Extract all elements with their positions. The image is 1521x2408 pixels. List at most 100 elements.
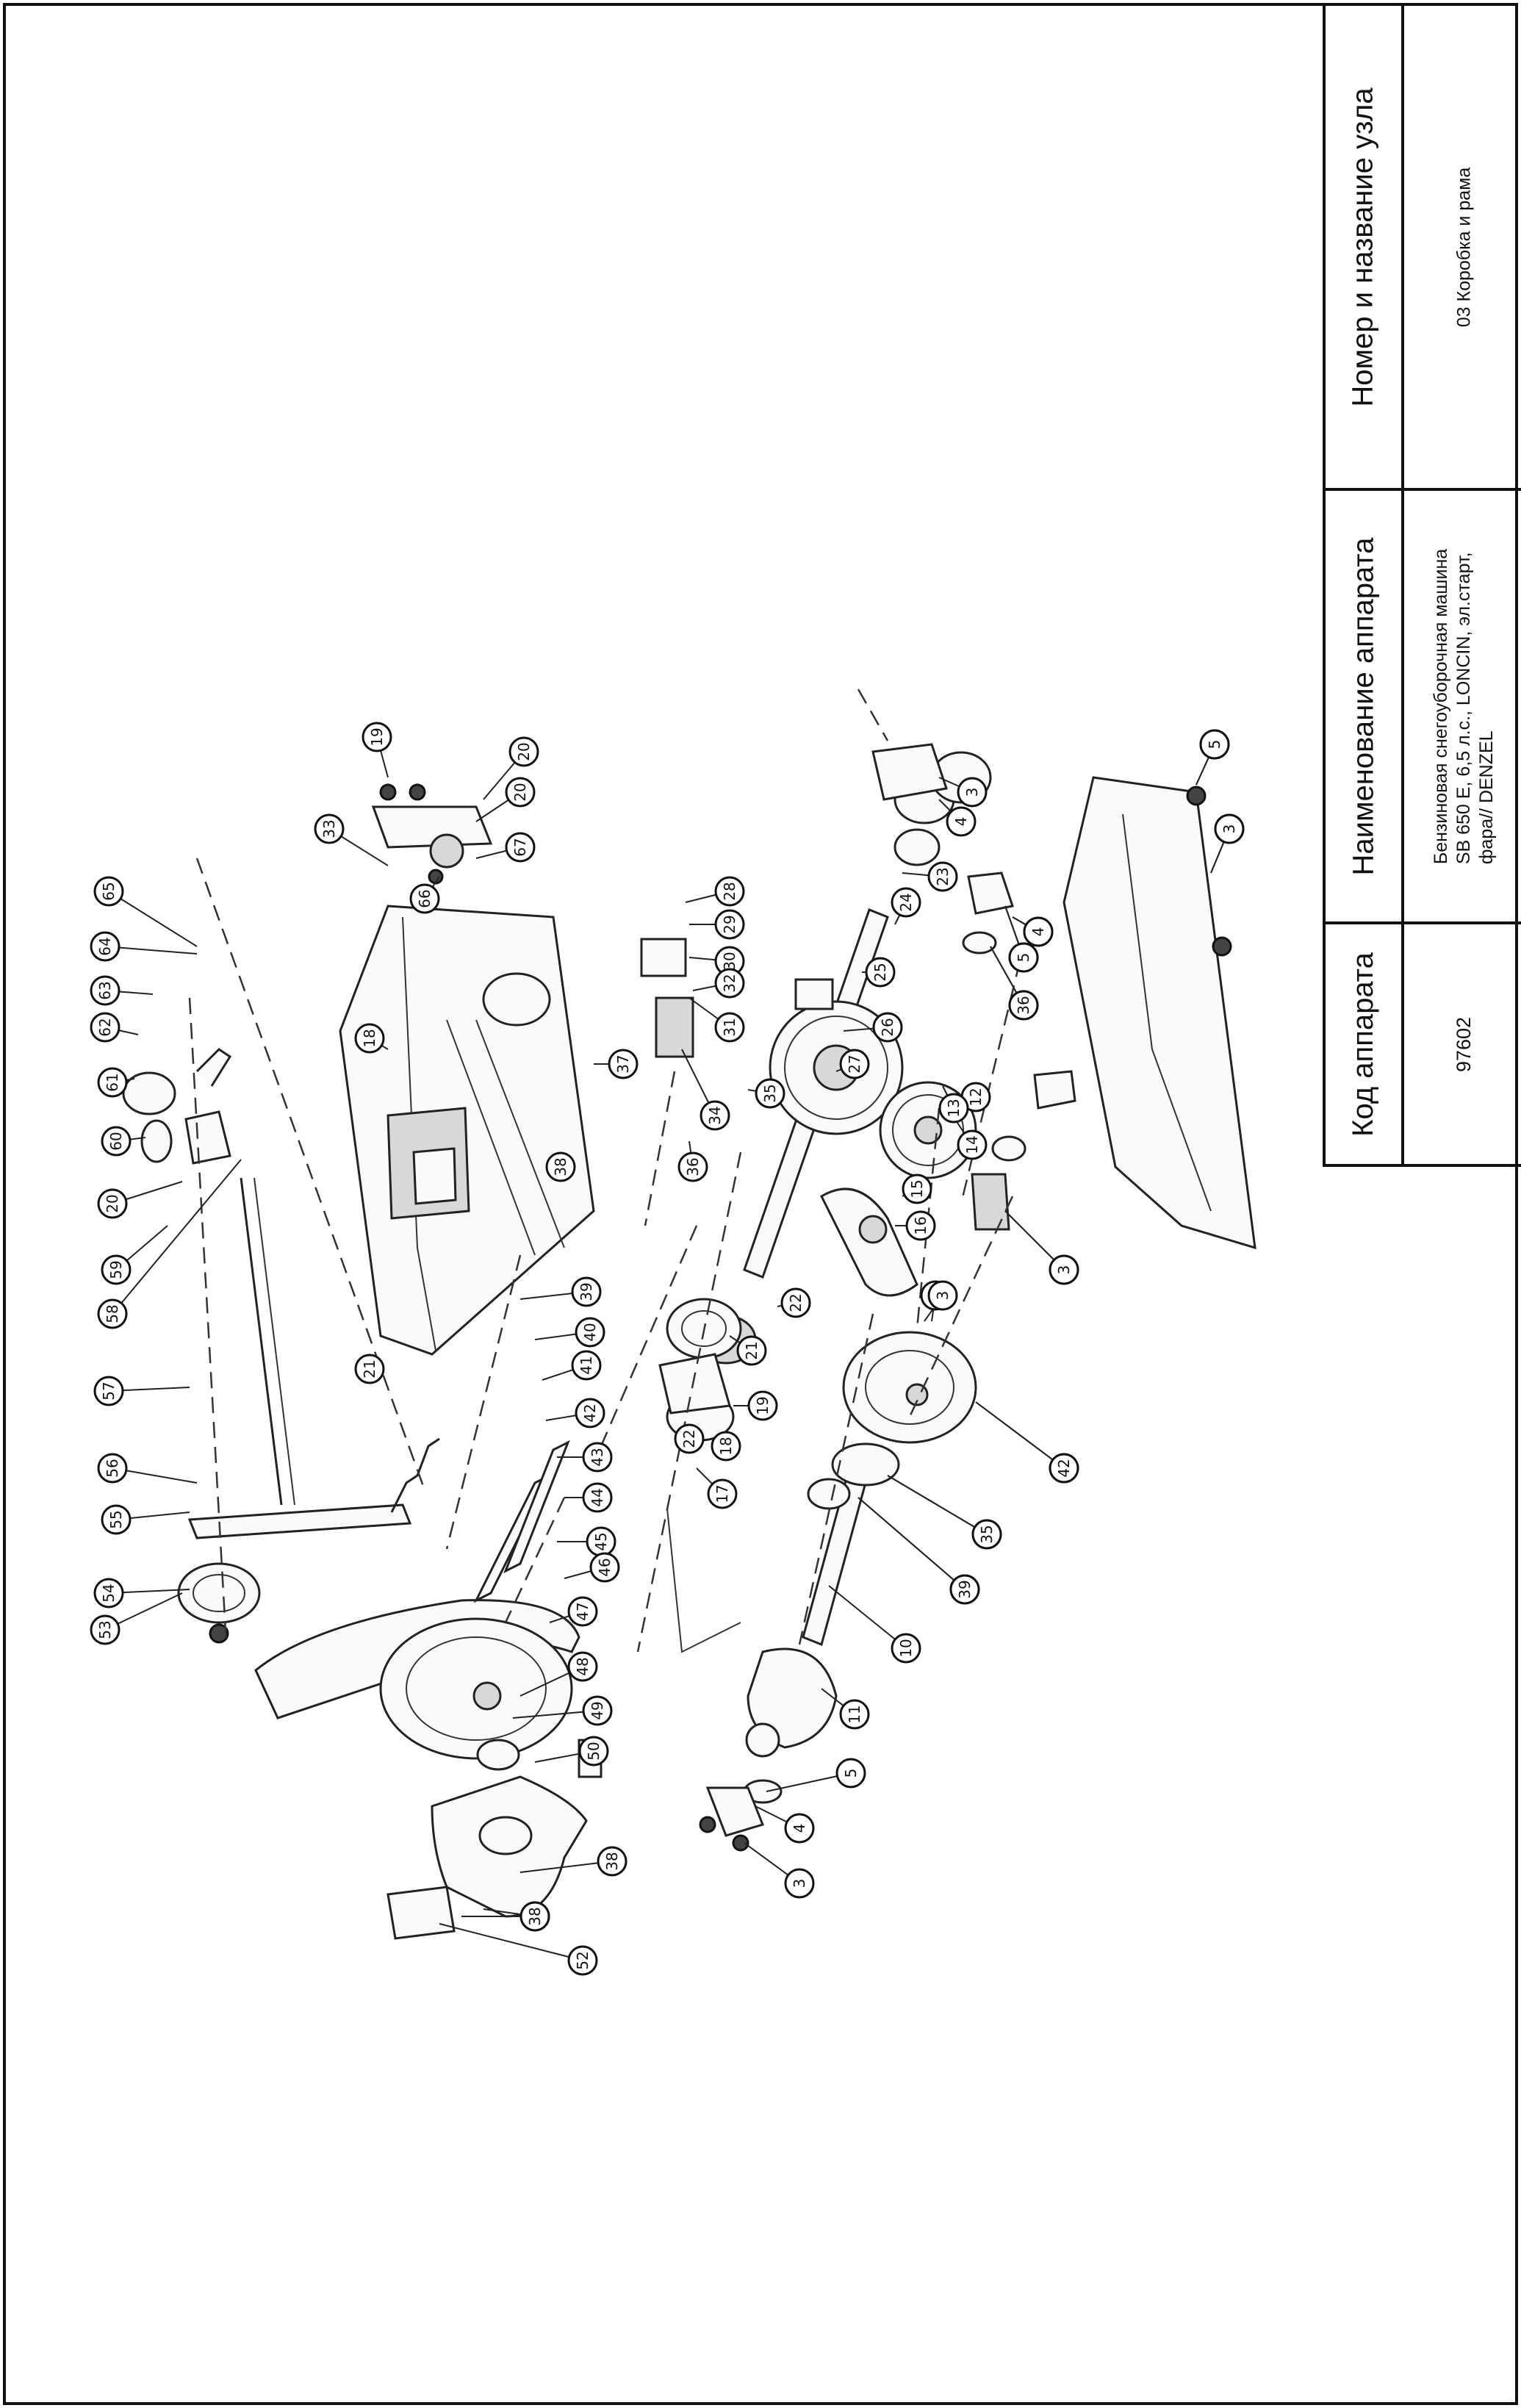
part-callout: 25 — [865, 957, 896, 988]
part-callout: 30 — [714, 946, 745, 977]
callout-number: 60 — [107, 1132, 125, 1150]
callout-number: 47 — [574, 1602, 592, 1620]
callout-circle — [362, 722, 392, 752]
bushing-hub — [640, 938, 834, 1058]
callout-circle — [93, 876, 124, 907]
callout-number: 65 — [100, 882, 118, 900]
callout-circle — [957, 1129, 988, 1160]
callout-number: 28 — [721, 882, 738, 900]
part-callout: 4 — [784, 1813, 815, 1844]
part-callout: 17 — [707, 1478, 738, 1509]
callout-number: 14 — [963, 1135, 981, 1154]
callout-circle — [608, 1049, 639, 1079]
part-callout: 13 — [938, 1093, 969, 1124]
part-callout: 5 — [1008, 942, 1039, 973]
callout-circle — [755, 1078, 785, 1109]
callout-number: 19 — [368, 727, 386, 746]
wheel-11 — [699, 1647, 838, 1852]
callout-number: 38 — [526, 1907, 544, 1925]
part-callout: 14 — [957, 1129, 988, 1160]
callout-number: 25 — [871, 963, 889, 981]
callout-number: 18 — [361, 1029, 378, 1047]
callout-circle — [571, 1276, 602, 1307]
part-callout: 10 — [891, 1633, 921, 1664]
callout-number: 4 — [952, 817, 970, 827]
part-callout: 29 — [714, 909, 745, 940]
callout-circle — [835, 1758, 866, 1789]
callout-circle — [780, 1287, 811, 1318]
callout-number: 38 — [603, 1852, 621, 1870]
part-callout: 62 — [90, 1012, 121, 1043]
callout-circle — [93, 1376, 124, 1406]
callout-circle — [582, 1695, 613, 1726]
callout-circle — [1214, 813, 1245, 844]
idler-pulley — [122, 1048, 232, 1163]
callout-number: 29 — [721, 915, 738, 933]
code-value-cell: 97602 — [1404, 924, 1521, 1164]
callout-number: 4 — [791, 1824, 808, 1833]
callout-circle — [508, 736, 539, 767]
callout-circle — [700, 1100, 730, 1131]
callout-number: 20 — [515, 742, 533, 761]
callout-circle — [545, 1151, 576, 1182]
pulley-7 — [842, 1331, 977, 1444]
callout-circle — [839, 1049, 870, 1079]
callout-number: 19 — [754, 1396, 772, 1415]
chassis-cover — [1062, 776, 1256, 1250]
callout-leader — [519, 1861, 613, 1873]
callout-number: 42 — [581, 1404, 599, 1422]
callout-circle — [1199, 729, 1230, 760]
part-callout: 64 — [90, 931, 121, 962]
part-callout: 22 — [674, 1423, 705, 1454]
callout-circle — [872, 1012, 903, 1043]
part-callout: 4 — [946, 806, 977, 837]
callout-circle — [101, 1504, 132, 1535]
name-value-line: фара// DENZEL — [1476, 730, 1497, 864]
callout-circle — [90, 1614, 121, 1645]
callout-number: 53 — [96, 1620, 114, 1639]
part-callout: 35 — [971, 1519, 1002, 1550]
part-callout: 28 — [714, 876, 745, 907]
callout-circle — [865, 957, 896, 988]
callout-number: 12 — [967, 1088, 985, 1106]
part-callout: 18 — [711, 1431, 741, 1462]
part-callout: 3 — [927, 1280, 958, 1311]
engine-bracket — [386, 1739, 603, 1940]
part-callout: 63 — [90, 975, 121, 1006]
guide-lines — [188, 689, 1021, 1653]
part-callout: 26 — [872, 1012, 903, 1043]
callout-leader — [112, 1159, 242, 1315]
callout-number: 58 — [104, 1304, 121, 1323]
callout-number: 27 — [846, 1054, 863, 1073]
callout-circle — [677, 1151, 708, 1182]
part-callout: 20 — [505, 777, 536, 808]
callout-number: 20 — [104, 1194, 121, 1212]
title-block: Номер и название узла Наименование аппар… — [1323, 6, 1521, 1167]
part-callout: 19 — [747, 1390, 778, 1421]
part-callout: 21 — [354, 1354, 385, 1384]
callout-group: 1234567891011543331213141516171819212223… — [90, 722, 1245, 1976]
part-callout: 43 — [582, 1442, 613, 1473]
callout-circle — [971, 1519, 1002, 1550]
callout-number: 34 — [706, 1106, 724, 1124]
frame-plate — [339, 905, 595, 1356]
drawing-sheet: 1234567891011543331213141516171819212223… — [3, 3, 1521, 2405]
part-callout: 42 — [1049, 1453, 1079, 1484]
part-callout: 53 — [90, 1614, 121, 1645]
callout-circle — [589, 1552, 620, 1583]
callout-number: 48 — [574, 1657, 592, 1675]
callout-circle — [707, 1478, 738, 1509]
part-callout: 38 — [519, 1901, 550, 1932]
callout-number: 38 — [552, 1157, 569, 1176]
callout-number: 44 — [589, 1488, 606, 1506]
callout-circle — [714, 909, 745, 940]
part-callout: 3 — [1214, 813, 1245, 844]
part-callout: 23 — [927, 861, 958, 892]
callout-number: 45 — [592, 1532, 610, 1550]
callout-circle — [1049, 1453, 1079, 1484]
bearing-19-21 — [658, 743, 992, 1415]
part-callout: 45 — [586, 1526, 616, 1557]
part-callout: 41 — [571, 1350, 602, 1381]
callout-number: 39 — [578, 1282, 595, 1301]
part-callout: 27 — [839, 1049, 870, 1079]
